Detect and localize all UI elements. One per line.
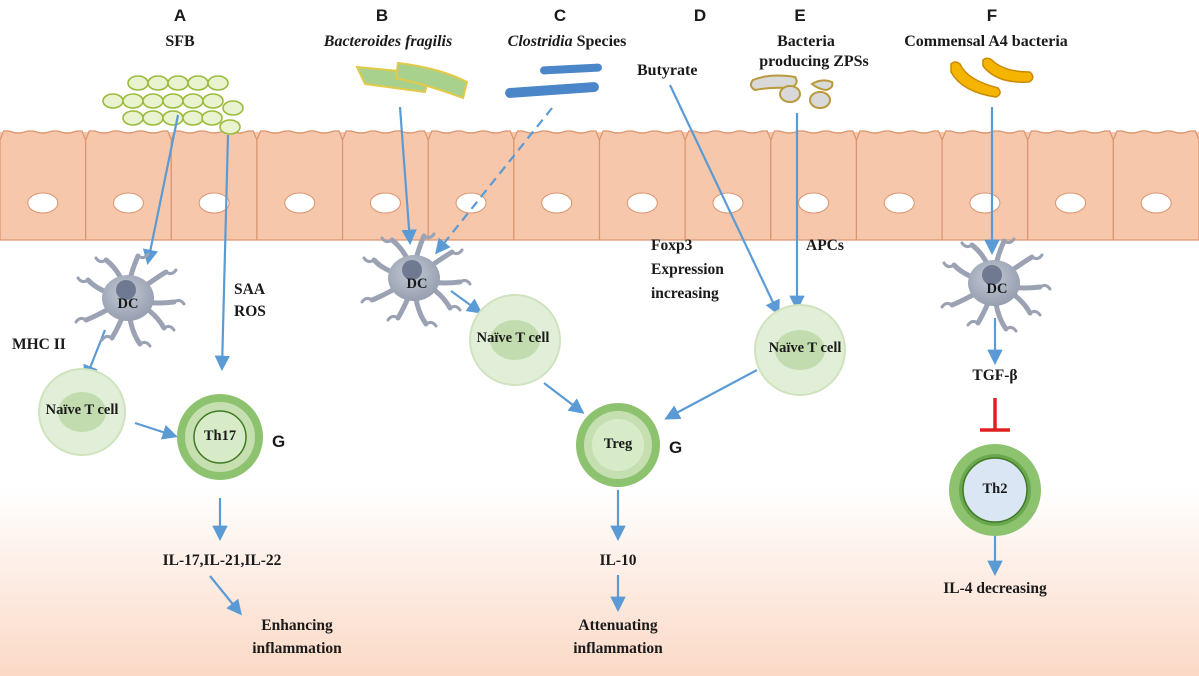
a4-bacteria-icon [950, 57, 1034, 98]
il4-label: IL-4 decreasing [943, 580, 1047, 597]
inhibition-icon [980, 398, 1010, 432]
panel-letter-a: A [173, 6, 187, 25]
panel-letter-d: D [693, 6, 707, 25]
panel-title-a4: Commensal A4 bacteria [904, 33, 1068, 50]
panel-letter-c: C [553, 6, 567, 25]
th17-label: Th17 [203, 428, 237, 444]
apcs-label: APCs [806, 237, 844, 254]
cytokines-label: IL-17,IL-21,IL-22 [162, 552, 282, 569]
panel-title-bacteroides: Bacteroides fragilis [323, 33, 453, 50]
epithelium-layer [0, 130, 1199, 241]
clostridia-species: Species [572, 33, 627, 50]
dendritic-cell [940, 237, 1052, 333]
ros-label: ROS [234, 303, 266, 320]
naive-t-cell-label: Naïve T cell [45, 402, 119, 418]
g-label: G [669, 438, 683, 457]
naive-t-cell [38, 368, 126, 456]
clostridia-icon [505, 63, 602, 98]
panel-title-zps: producing ZPSs [759, 53, 869, 70]
dendritic-cell [74, 252, 186, 348]
naive-t-cell [469, 294, 561, 386]
panel-letter-f: F [986, 6, 998, 25]
panel-letter-b: B [375, 6, 389, 25]
panel-title-sfb: SFB [165, 33, 195, 50]
g-label: G [272, 432, 286, 451]
outcome-inflammation: inflammation [252, 640, 342, 657]
expression-label: Expression [651, 261, 724, 278]
naive-t-cell [754, 304, 846, 396]
dendritic-cell [360, 232, 472, 328]
naive-t-cell-label: Naïve T cell [768, 340, 842, 356]
outcome-attenuating: Attenuating [578, 617, 658, 634]
clostridia-name: Clostridia [507, 33, 573, 50]
treg-label: Treg [603, 436, 633, 452]
th17-cell [177, 394, 263, 480]
foxp3-label: Foxp3 [651, 237, 693, 254]
outcome-inflammation: inflammation [573, 640, 663, 657]
panel-letter-e: E [794, 6, 806, 25]
il10-label: IL-10 [599, 552, 637, 569]
naive-t-cell-label: Naïve T cell [476, 330, 550, 346]
panel-title-bacteria: Bacteria [777, 33, 835, 50]
saa-label: SAA [234, 281, 266, 298]
dc-label: DC [117, 296, 139, 312]
panel-title-butyrate: Butyrate [637, 62, 698, 79]
panel-title-clostridia: Clostridia Species [508, 33, 627, 51]
increasing-label: increasing [651, 285, 719, 302]
sfb-filament-icon [102, 75, 244, 135]
th2-cell [949, 444, 1041, 536]
dc-label: DC [986, 281, 1008, 297]
bacteroides-fragilis-icon [355, 61, 469, 100]
th2-label: Th2 [982, 481, 1008, 497]
zps-bacteria-icon [749, 74, 834, 109]
tgf-beta-label: TGF-β [972, 367, 1018, 384]
mhc-ii-label: MHC II [12, 336, 66, 353]
outcome-enhancing: Enhancing [261, 617, 333, 634]
dc-label: DC [406, 276, 428, 292]
treg-cell [576, 403, 660, 487]
